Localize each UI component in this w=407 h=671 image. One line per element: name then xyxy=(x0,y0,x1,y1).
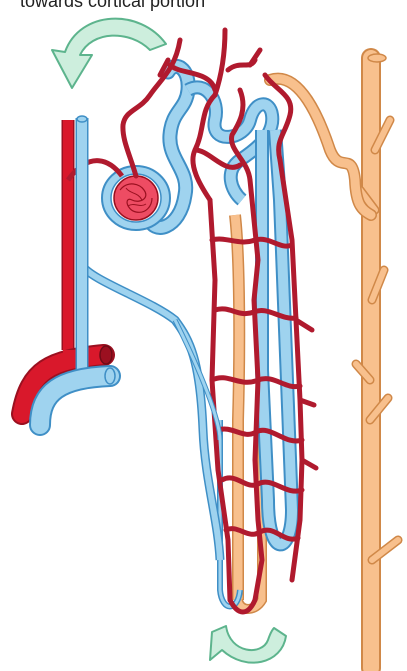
glomerulus xyxy=(114,176,158,220)
u-turn-arrow-icon xyxy=(210,626,286,663)
renal-tubule xyxy=(150,66,292,606)
curved-arrow-icon xyxy=(52,19,166,88)
collecting-duct xyxy=(356,54,398,668)
